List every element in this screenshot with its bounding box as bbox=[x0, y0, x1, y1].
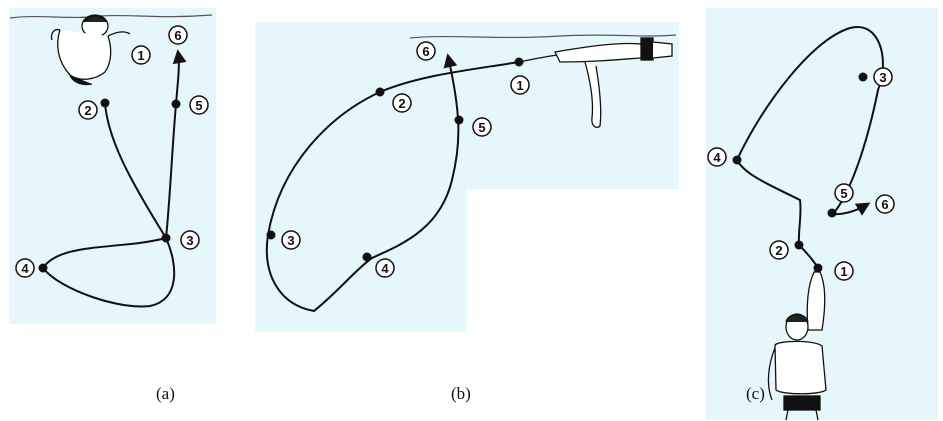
water-line-b bbox=[409, 34, 677, 39]
svg-text:3: 3 bbox=[879, 70, 886, 85]
figure-a: 1 2 3 4 5 6 bbox=[9, 14, 213, 308]
point-label-a-3: 3 bbox=[180, 230, 200, 250]
water-line-a bbox=[9, 14, 213, 19]
panel-b-bottom bbox=[255, 188, 467, 332]
svg-text:4: 4 bbox=[21, 261, 29, 276]
point-label-c-5: 5 bbox=[834, 183, 854, 203]
svg-text:5: 5 bbox=[840, 186, 847, 201]
svg-text:4: 4 bbox=[381, 261, 389, 276]
point-label-b-4: 4 bbox=[375, 258, 395, 278]
svg-text:2: 2 bbox=[398, 96, 405, 111]
point-label-a-5: 5 bbox=[189, 95, 209, 115]
point-label-c-3: 3 bbox=[873, 67, 893, 87]
svg-text:2: 2 bbox=[775, 243, 782, 258]
point-label-a-4: 4 bbox=[15, 258, 35, 278]
point-label-a-6: 6 bbox=[168, 25, 188, 45]
point-label-c-4: 4 bbox=[707, 147, 727, 167]
point-label-b-6: 6 bbox=[416, 41, 436, 61]
swimmer-front-view-icon bbox=[767, 271, 827, 421]
stroke-path-a bbox=[41, 49, 187, 308]
point-label-a-2: 2 bbox=[78, 100, 98, 120]
stroke-path-c bbox=[735, 25, 884, 269]
svg-text:3: 3 bbox=[287, 233, 294, 248]
point-label-b-3: 3 bbox=[281, 230, 301, 250]
point-label-c-1: 1 bbox=[834, 261, 854, 281]
point-label-b-2: 2 bbox=[392, 93, 412, 113]
figure-c: 1 2 3 4 5 6 bbox=[707, 25, 895, 421]
figure-b: 1 2 3 4 5 6 bbox=[265, 34, 677, 313]
point-label-c-2: 2 bbox=[769, 240, 789, 260]
svg-text:1: 1 bbox=[840, 264, 847, 279]
caption-c: (c) bbox=[746, 384, 765, 403]
caption-b: (b) bbox=[451, 384, 471, 403]
svg-text:4: 4 bbox=[713, 150, 721, 165]
svg-text:5: 5 bbox=[478, 120, 485, 135]
svg-text:6: 6 bbox=[422, 44, 429, 59]
svg-text:5: 5 bbox=[195, 98, 202, 113]
point-label-b-1: 1 bbox=[510, 75, 530, 95]
svg-text:1: 1 bbox=[516, 78, 523, 93]
point-label-c-6: 6 bbox=[875, 194, 895, 214]
swimmer-side-view-icon bbox=[519, 37, 673, 129]
svg-text:6: 6 bbox=[174, 28, 181, 43]
point-label-a-1: 1 bbox=[131, 45, 151, 65]
svg-text:1: 1 bbox=[137, 48, 144, 63]
caption-a: (a) bbox=[156, 384, 175, 403]
point-label-b-5: 5 bbox=[472, 117, 492, 137]
swimmer-top-view-icon bbox=[50, 14, 131, 86]
svg-text:2: 2 bbox=[84, 103, 91, 118]
svg-text:6: 6 bbox=[881, 197, 888, 212]
svg-text:3: 3 bbox=[186, 233, 193, 248]
